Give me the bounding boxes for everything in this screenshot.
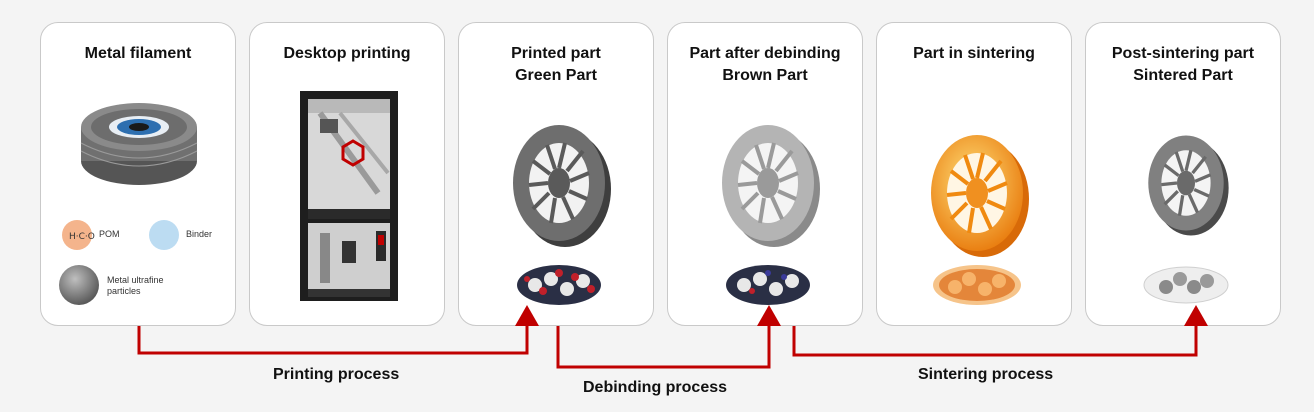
card-sintering-part: Part in sintering: [876, 22, 1072, 326]
card-title-line: Green Part: [515, 67, 597, 84]
card-desktop-printing: Desktop printing: [249, 22, 445, 326]
svg-text:H·C·O: H·C·O: [69, 232, 95, 242]
card-title-line: Sintered Part: [1133, 67, 1233, 84]
sintering-part-image: [931, 135, 1029, 305]
legend-binder-label: Binder: [186, 229, 213, 239]
sintered-part-image: [1143, 135, 1229, 304]
card-title: Post-sintering part Sintered Part: [1086, 43, 1280, 87]
metal-swatch-icon: [59, 265, 99, 305]
sintered-microstructure-icon: [1143, 266, 1229, 304]
card-title: Printed part Green Part: [459, 43, 653, 87]
card-title: Part after debinding Brown Part: [668, 43, 862, 87]
card-title-line: Brown Part: [722, 67, 808, 84]
card-title: Desktop printing: [250, 43, 444, 65]
pom-swatch-icon: [62, 220, 92, 250]
printing-process-label: Printing process: [273, 366, 400, 383]
green-part-image: [513, 125, 611, 305]
card-green-part: Printed part Green Part: [458, 22, 654, 326]
sintering-process-label: Sintering process: [918, 366, 1054, 383]
card-sintered-part: Post-sintering part Sintered Part: [1085, 22, 1281, 326]
brown-part-image: [722, 125, 820, 305]
debinding-arrowhead-icon: [757, 305, 781, 326]
card-title: Metal filament: [41, 43, 235, 65]
printing-arrowhead-icon: [515, 305, 539, 326]
card-title-line: Post-sintering part: [1111, 45, 1255, 62]
sintering-arrowhead-icon: [1184, 305, 1208, 326]
sintering-microstructure-icon: [933, 265, 1021, 305]
sintering-process-arrow: [792, 318, 1198, 357]
legend-pom-label: POM: [99, 229, 120, 239]
card-title-line: Printed part: [511, 45, 601, 62]
debinding-process-label: Debinding process: [583, 379, 728, 396]
filament-spool-image: H·C·O: [59, 103, 198, 305]
binder-swatch-icon: [149, 220, 179, 250]
card-brown-part: Part after debinding Brown Part: [667, 22, 863, 326]
card-metal-filament: Metal filament H·C·O PO: [40, 22, 236, 326]
3d-printer-image: [300, 91, 398, 301]
green-part-microstructure-icon: [517, 265, 601, 305]
card-title-line: Part in sintering: [913, 45, 1035, 62]
debinding-process-arrow: [556, 318, 771, 369]
card-title: Part in sintering: [877, 43, 1071, 65]
legend-metal-label: Metal ultrafine particles: [107, 275, 164, 296]
card-title-line: Desktop printing: [283, 45, 411, 62]
printing-process-arrow: [137, 318, 529, 355]
brown-part-microstructure-icon: [726, 265, 810, 305]
card-title-line: Metal filament: [84, 45, 192, 62]
card-title-line: Part after debinding: [689, 45, 841, 62]
